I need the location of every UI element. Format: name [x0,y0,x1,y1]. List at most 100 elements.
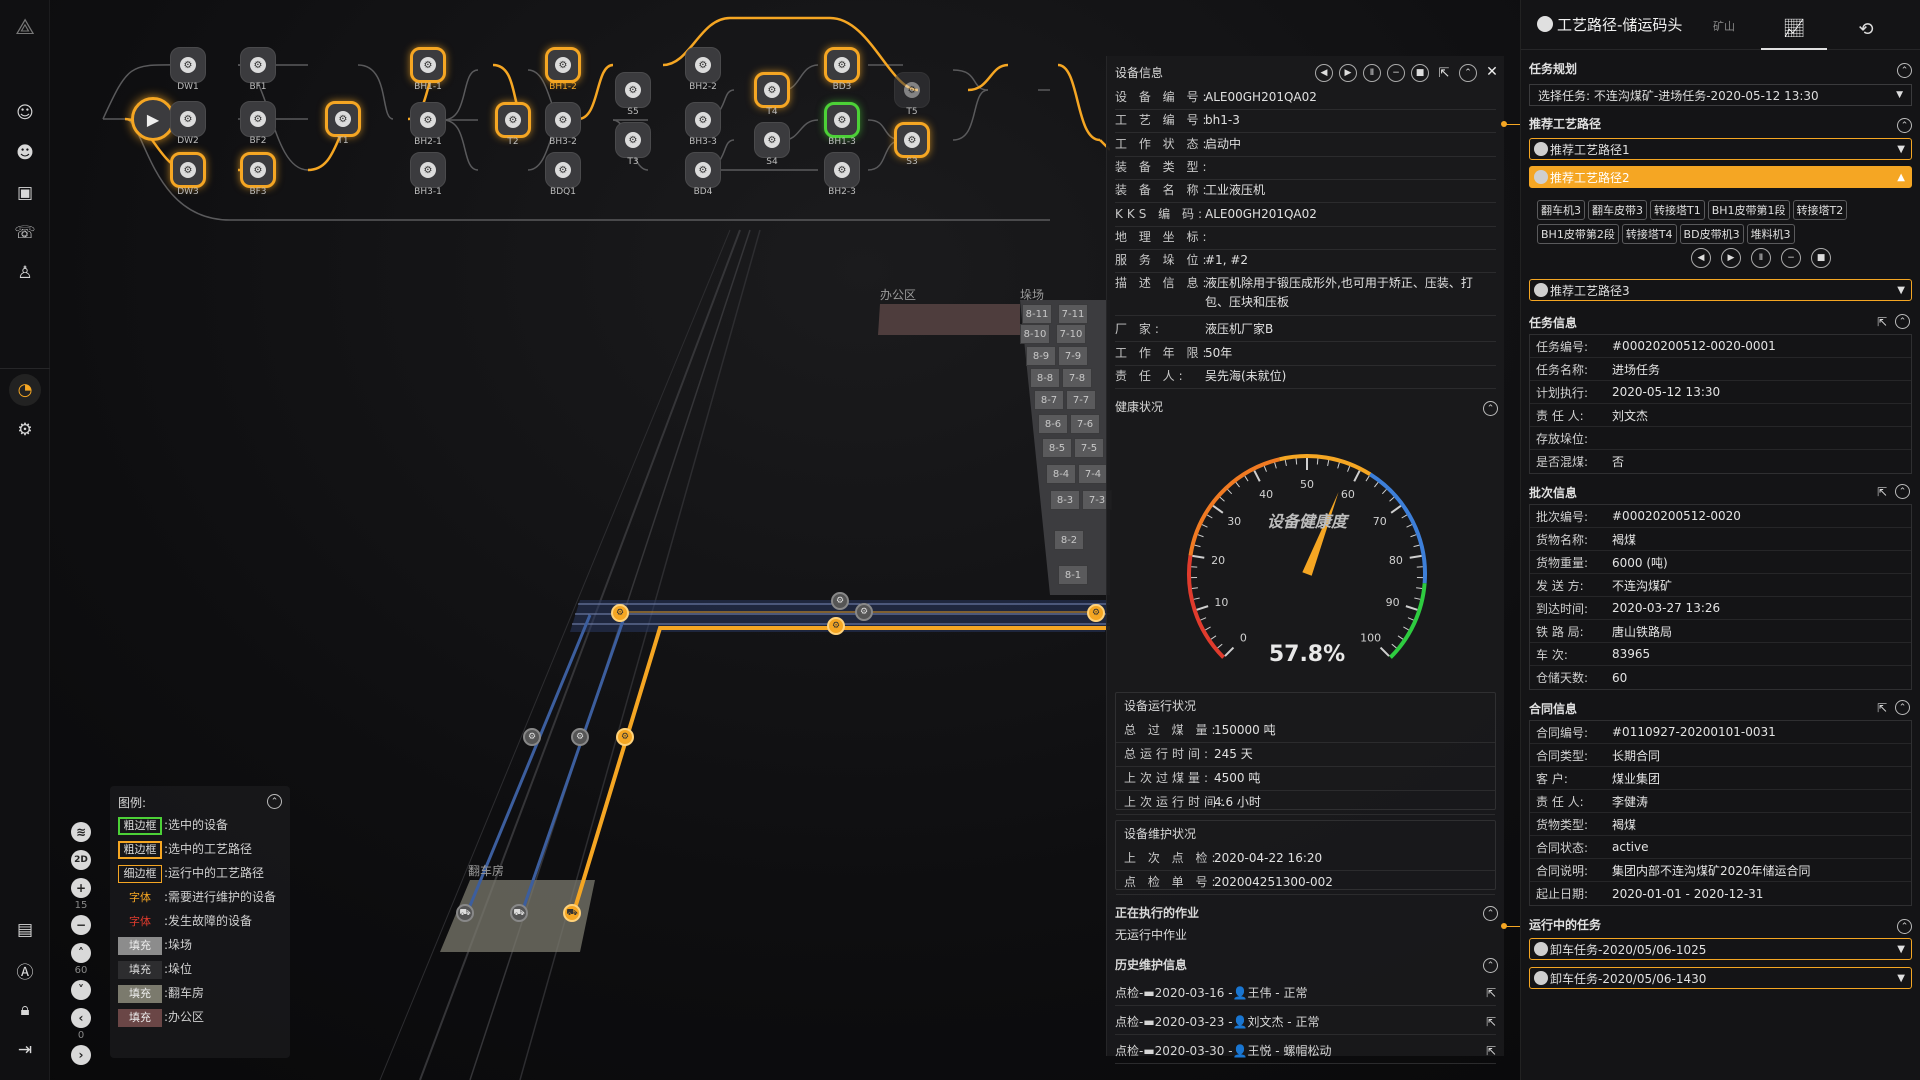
legend-collapse-button[interactable]: ⌃ [267,794,282,809]
zoom-out-button[interactable]: − [71,915,91,935]
yard-stack-cell[interactable]: 8-4 [1046,464,1076,484]
conveyor-marker[interactable]: ⚙ [611,604,629,622]
running-tasks-collapse-button[interactable]: ⌃ [1897,919,1912,934]
yard-stack-cell[interactable]: 8-11 [1022,304,1052,324]
lock-icon[interactable]: 🔒︎ [20,1000,30,1020]
yard-stack-cell[interactable]: 8-5 [1042,438,1072,458]
zoom-in-button[interactable]: + [71,878,91,898]
conveyor-marker[interactable]: ⚙ [616,728,634,746]
flow-node-bh3-3[interactable]: ⚙ [685,102,721,138]
flow-node-dw2[interactable]: ⚙ [170,101,206,137]
route-option-1[interactable]: 推荐工艺路径1▼ [1529,138,1912,160]
rewind-icon[interactable]: ◀ [1691,248,1711,268]
tilt-up-button[interactable]: ˄ [71,943,91,963]
plan-collapse-button[interactable]: ⌃ [1897,63,1912,78]
flow-node-bh1-2[interactable]: ⚙ [545,47,581,83]
tipper-marker[interactable]: ⛟ [563,904,581,922]
route-option-2[interactable]: 推荐工艺路径2▲ [1529,166,1912,188]
flow-node-t5[interactable]: ⚙ [894,72,930,108]
task-select[interactable]: 选择任务: 不连沟煤矿-进场任务-2020-05-12 13:30 ▼ [1529,84,1912,106]
routes-collapse-button[interactable]: ⌃ [1897,118,1912,133]
route-step-tag[interactable]: 转接塔T2 [1792,200,1848,220]
logout-icon[interactable]: ⇥ [17,1040,33,1060]
contract-info-collapse-button[interactable]: ⌃ [1895,700,1910,715]
health-collapse-button[interactable]: ⌃ [1483,401,1498,416]
yard-stack-cell[interactable]: 8-7 [1034,390,1064,410]
yard-stack-cell[interactable]: 7-9 [1058,346,1088,366]
tipper-marker[interactable]: ⛟ [510,904,528,922]
running-task-item[interactable]: 卸车任务-2020/05/06-1430▼ [1529,967,1912,989]
close-icon[interactable]: ✕ [1486,64,1498,80]
tipper-marker[interactable]: ⛟ [456,904,474,922]
conveyor-marker[interactable]: ⚙ [571,728,589,746]
history-row[interactable]: 点检-▬2020-03-30 -👤王悦 - 螺帽松动⇱ [1115,1038,1496,1064]
flow-node-bh2-2[interactable]: ⚙ [685,47,721,83]
flow-node-bd3[interactable]: ⚙ [824,47,860,83]
external-link-icon[interactable]: ⇱ [1485,1043,1496,1058]
flow-node-t1[interactable]: ⚙ [325,101,361,137]
flow-node-bd4[interactable]: ⚙ [685,152,721,188]
batch-info-collapse-button[interactable]: ⌃ [1895,484,1910,499]
2d-toggle-button[interactable]: 2D [71,850,91,870]
route-step-tag[interactable]: 翻车机3 [1537,200,1585,220]
yard-stack-cell[interactable]: 7-8 [1062,368,1092,388]
stop-icon[interactable]: ■ [1811,248,1831,268]
yard-stack-cell[interactable]: 8-8 [1030,368,1060,388]
translate-icon[interactable]: Ⓐ [16,962,34,983]
yard-stack-cell[interactable]: 7-3 [1082,490,1112,510]
pause-icon[interactable]: Ⅱ [1363,64,1381,82]
external-link-icon[interactable]: ⇱ [1438,65,1450,81]
route-step-tag[interactable]: 转接塔T1 [1650,200,1705,220]
flow-start-button[interactable]: ▶ [131,97,175,141]
edit-icon[interactable]: ⇱ [1876,314,1887,329]
history-row[interactable]: 点检-▬2020-03-23 -👤刘文杰 - 正常⇱ [1115,1009,1496,1035]
flow-node-t4[interactable]: ⚙ [754,72,790,108]
history-collapse-button[interactable]: ⌃ [1483,958,1498,973]
monitor-icon[interactable]: ▣ [16,183,34,203]
history-row[interactable]: 点检-▬2020-03-16 -👤王伟 - 正常⇱ [1115,980,1496,1006]
yard-stack-cell[interactable]: 8-1 [1058,565,1088,585]
flow-node-dw3[interactable]: ⚙ [170,152,206,188]
edit-icon[interactable]: ⇱ [1876,484,1887,499]
support-icon[interactable]: ☏ [14,223,36,243]
profile-icon[interactable]: ♙ [17,263,33,283]
flow-node-bh1-1[interactable]: ⚙ [410,47,446,83]
yard-stack-cell[interactable]: 8-3 [1050,490,1080,510]
chip-icon[interactable]: ▤ [16,920,34,940]
settings-icon[interactable]: ⚙ [17,420,33,440]
flow-node-bh3-2[interactable]: ⚙ [545,102,581,138]
running-task-item[interactable]: 卸车任务-2020/05/06-1025▼ [1529,938,1912,960]
flow-node-s5[interactable]: ⚙ [615,72,651,108]
route-step-tag[interactable]: BD皮带机3 [1679,224,1744,244]
pause-icon[interactable]: Ⅱ [1751,248,1771,268]
yard-stack-cell[interactable]: 7-7 [1066,390,1096,410]
yard-stack-cell[interactable]: 8-9 [1026,346,1056,366]
yard-stack-cell[interactable]: 8-6 [1038,414,1068,434]
conveyor-marker[interactable]: ⚙ [827,617,845,635]
flow-node-t2[interactable]: ⚙ [495,102,531,138]
flow-node-t3[interactable]: ⚙ [615,122,651,158]
chart-tab-icon[interactable]: 📈︎ [1761,8,1827,50]
flow-node-bdq1[interactable]: ⚙ [545,152,581,188]
rewind-icon[interactable]: ◀ [1315,64,1333,82]
route-step-tag[interactable]: 堆料机3 [1746,224,1795,244]
flow-node-s3[interactable]: ⚙ [894,122,930,158]
yard-stack-cell[interactable]: 7-10 [1056,324,1086,344]
conveyor-marker[interactable]: ⚙ [831,592,849,610]
history-tab-icon[interactable]: ⟲ [1858,18,1874,40]
team-icon[interactable]: ☻ [16,143,34,163]
flow-node-bh2-1[interactable]: ⚙ [410,102,446,138]
flow-node-bf1[interactable]: ⚙ [240,47,276,83]
yard-stack-cell[interactable]: 8-10 [1020,324,1050,344]
route-step-tag[interactable]: BH1皮带第2段 [1537,224,1619,244]
yard-stack-cell[interactable]: 8-2 [1054,530,1084,550]
route-step-tag[interactable]: BH1皮带第1段 [1707,200,1790,220]
edit-icon[interactable]: ⇱ [1876,700,1887,715]
conveyor-marker[interactable]: ⚙ [523,728,541,746]
route-step-tag[interactable]: 转接塔T4 [1621,224,1677,244]
flow-node-s4[interactable]: ⚙ [754,122,790,158]
conveyor-marker[interactable]: ⚙ [1087,604,1105,622]
route-option-3[interactable]: 推荐工艺路径3▼ [1529,279,1912,301]
flow-node-bh3-1[interactable]: ⚙ [410,152,446,188]
route-step-tag[interactable]: 翻车皮带3 [1588,200,1647,220]
